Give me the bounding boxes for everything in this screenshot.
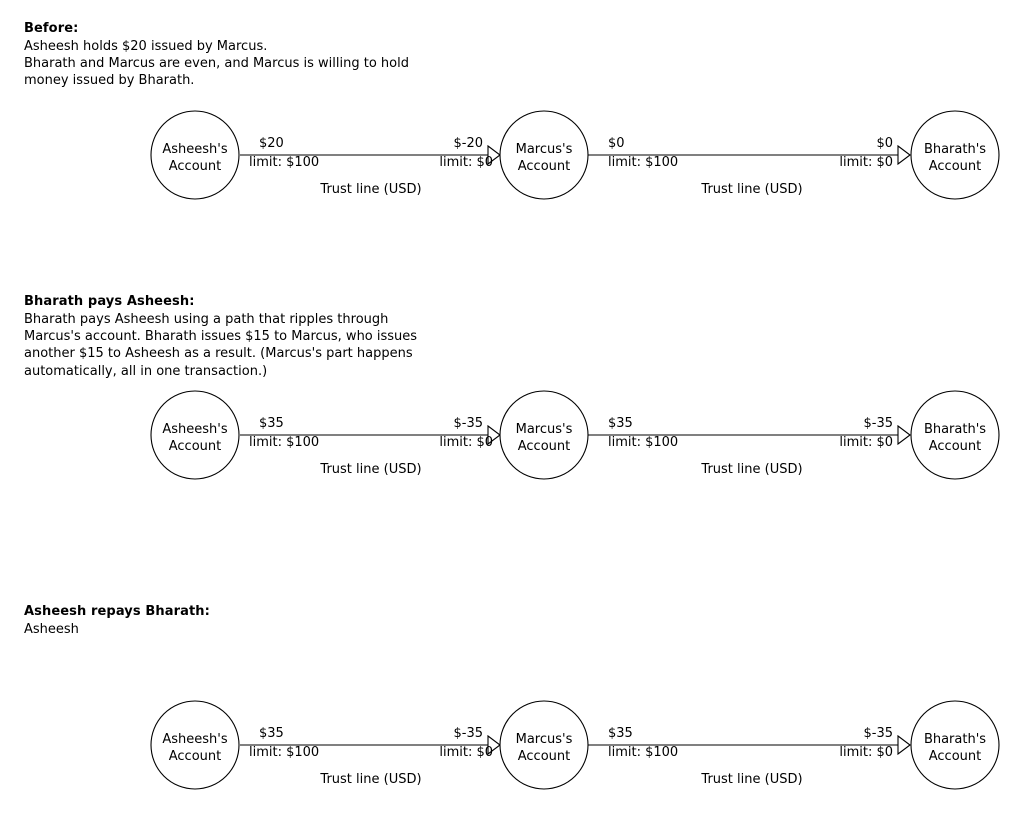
edge-marcus-bharath: $0 limit: $100 $0 limit: $0 Trust line (… <box>588 136 911 197</box>
edge-right-limit: limit: $0 <box>839 155 893 170</box>
node-label-line1: Bharath's <box>924 142 986 157</box>
node-circle[interactable] <box>910 390 1000 480</box>
section-title-before: Before: <box>24 21 79 36</box>
edge-right-limit: limit: $0 <box>839 435 893 450</box>
node-circle[interactable] <box>910 110 1000 200</box>
node-marcus[interactable]: Marcus's Account <box>499 700 589 790</box>
node-label-line2: Account <box>169 159 222 174</box>
arrowhead-icon <box>897 734 911 756</box>
node-circle[interactable] <box>150 110 240 200</box>
node-label-line2: Account <box>169 749 222 764</box>
edge-right-amount: $-35 <box>453 416 483 431</box>
node-label-line1: Bharath's <box>924 732 986 747</box>
arrowhead-icon <box>487 734 501 756</box>
arrowhead-icon <box>897 424 911 446</box>
edge-marcus-bharath: $35 limit: $100 $-35 limit: $0 Trust lin… <box>588 726 911 787</box>
edge-left-amount: $35 <box>259 726 284 741</box>
section-body-before: Asheesh holds $20 issued by Marcus. Bhar… <box>24 39 409 89</box>
node-asheesh[interactable]: Asheesh's Account <box>150 110 240 200</box>
edge-right-amount: $-35 <box>863 416 893 431</box>
edge-left-amount: $20 <box>259 136 284 151</box>
edge-right-limit: limit: $0 <box>439 435 493 450</box>
diagram-row-before: $20 limit: $100 $-20 limit: $0 Trust lin… <box>0 100 1020 220</box>
edge-left-amount: $35 <box>608 416 633 431</box>
section-title-bharath-pays-asheesh: Bharath pays Asheesh: <box>24 294 195 309</box>
edge-caption: Trust line (USD) <box>319 182 421 197</box>
node-label-line2: Account <box>929 439 982 454</box>
edge-left-limit: limit: $100 <box>608 745 678 760</box>
edge-right-amount: $-35 <box>453 726 483 741</box>
edge-left-limit: limit: $100 <box>249 745 319 760</box>
edge-caption: Trust line (USD) <box>700 772 802 787</box>
node-label-line2: Account <box>518 749 571 764</box>
arrowhead-icon <box>487 144 501 166</box>
node-marcus[interactable]: Marcus's Account <box>499 390 589 480</box>
node-circle[interactable] <box>499 700 589 790</box>
node-label-line2: Account <box>518 159 571 174</box>
node-label-line1: Asheesh's <box>162 142 227 157</box>
node-circle[interactable] <box>150 390 240 480</box>
edge-right-limit: limit: $0 <box>439 745 493 760</box>
node-label-line2: Account <box>929 159 982 174</box>
edge-right-amount: $-20 <box>453 136 483 151</box>
node-circle[interactable] <box>499 110 589 200</box>
edge-caption: Trust line (USD) <box>700 462 802 477</box>
edge-left-limit: limit: $100 <box>608 155 678 170</box>
node-asheesh[interactable]: Asheesh's Account <box>150 700 240 790</box>
section-bharath-pays-asheesh: Bharath pays Asheesh: Bharath pays Ashee… <box>24 293 584 380</box>
diagram-row-asheesh-repays-bharath: $35 limit: $100 $-35 limit: $0 Trust lin… <box>0 690 1020 810</box>
section-title-asheesh-repays-bharath: Asheesh repays Bharath: <box>24 604 210 619</box>
node-label-line1: Marcus's <box>516 422 573 437</box>
edge-asheesh-marcus: $35 limit: $100 $-35 limit: $0 Trust lin… <box>240 726 501 787</box>
node-circle[interactable] <box>150 700 240 790</box>
node-label-line2: Account <box>518 439 571 454</box>
node-bharath[interactable]: Bharath's Account <box>910 700 1000 790</box>
node-label-line1: Marcus's <box>516 142 573 157</box>
node-marcus[interactable]: Marcus's Account <box>499 110 589 200</box>
arrowhead-icon <box>487 424 501 446</box>
edge-caption: Trust line (USD) <box>700 182 802 197</box>
node-circle[interactable] <box>499 390 589 480</box>
edge-caption: Trust line (USD) <box>319 462 421 477</box>
node-label-line1: Marcus's <box>516 732 573 747</box>
edge-left-amount: $35 <box>608 726 633 741</box>
node-label-line1: Bharath's <box>924 422 986 437</box>
node-label-line1: Asheesh's <box>162 732 227 747</box>
node-label-line2: Account <box>929 749 982 764</box>
edge-asheesh-marcus: $35 limit: $100 $-35 limit: $0 Trust lin… <box>240 416 501 477</box>
edge-left-limit: limit: $100 <box>249 435 319 450</box>
edge-left-limit: limit: $100 <box>608 435 678 450</box>
edge-left-limit: limit: $100 <box>249 155 319 170</box>
node-bharath[interactable]: Bharath's Account <box>910 390 1000 480</box>
edge-right-amount: $-35 <box>863 726 893 741</box>
arrowhead-icon <box>897 144 911 166</box>
diagram-row-bharath-pays-asheesh: $35 limit: $100 $-35 limit: $0 Trust lin… <box>0 380 1020 500</box>
section-asheesh-repays-bharath: Asheesh repays Bharath: Asheesh <box>24 603 584 638</box>
edge-caption: Trust line (USD) <box>319 772 421 787</box>
section-before: Before: Asheesh holds $20 issued by Marc… <box>24 20 584 90</box>
section-body-asheesh-repays-bharath: Asheesh <box>24 622 79 637</box>
edge-left-amount: $0 <box>608 136 625 151</box>
node-circle[interactable] <box>910 700 1000 790</box>
edge-right-limit: limit: $0 <box>839 745 893 760</box>
edge-asheesh-marcus: $20 limit: $100 $-20 limit: $0 Trust lin… <box>240 136 501 197</box>
node-label-line2: Account <box>169 439 222 454</box>
edge-left-amount: $35 <box>259 416 284 431</box>
section-body-bharath-pays-asheesh: Bharath pays Asheesh using a path that r… <box>24 312 418 379</box>
edge-right-limit: limit: $0 <box>439 155 493 170</box>
edge-marcus-bharath: $35 limit: $100 $-35 limit: $0 Trust lin… <box>588 416 911 477</box>
node-label-line1: Asheesh's <box>162 422 227 437</box>
node-asheesh[interactable]: Asheesh's Account <box>150 390 240 480</box>
edge-right-amount: $0 <box>876 136 893 151</box>
node-bharath[interactable]: Bharath's Account <box>910 110 1000 200</box>
